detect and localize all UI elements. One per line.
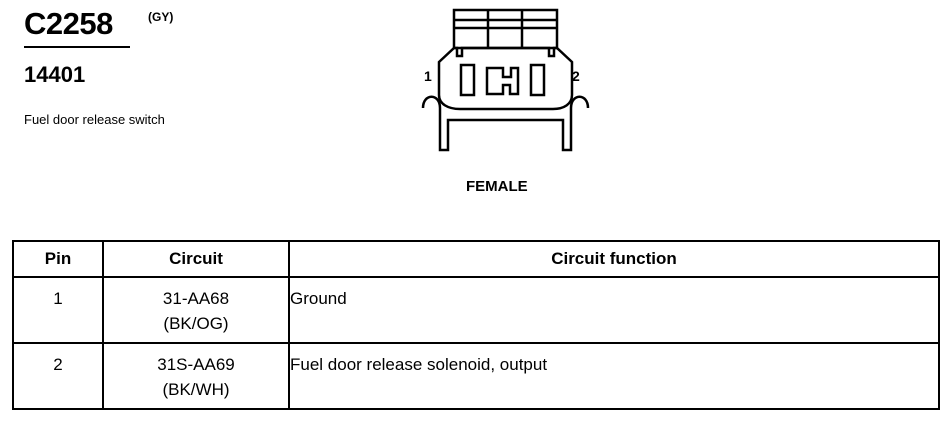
- circuit-cell: 31-AA68 (BK/OG): [102, 276, 290, 344]
- circuit-cell: 31S-AA69 (BK/WH): [102, 342, 290, 410]
- connector-id-underline: [24, 46, 130, 48]
- header-pin: Pin: [12, 240, 104, 278]
- pin-cell: 2: [12, 342, 104, 410]
- circuit-number: 31S-AA69: [157, 355, 235, 374]
- connector-latch-tabs: [452, 8, 559, 50]
- pin-table-header-row: Pin Circuit Circuit function: [12, 240, 940, 278]
- connector-skirt: [421, 95, 590, 152]
- table-row: 1 31-AA68 (BK/OG) Ground: [12, 276, 940, 344]
- connector-face-diagram: [421, 8, 590, 152]
- connector-id: C2258: [24, 6, 113, 41]
- pin-1-label: 1: [424, 68, 432, 84]
- wire-color: (BK/OG): [163, 314, 229, 333]
- circuit-function-cell: Ground: [288, 276, 940, 344]
- wire-color: (BK/WH): [162, 380, 230, 399]
- polarization-key: [485, 66, 520, 96]
- header-circuit-function: Circuit function: [288, 240, 940, 278]
- terminal-1: [459, 63, 476, 97]
- pin-cell: 1: [12, 276, 104, 344]
- pin-table: Pin Circuit Circuit function 1 31-AA68 (…: [12, 240, 940, 410]
- connector-housing-outline: [437, 46, 574, 111]
- circuit-number: 31-AA68: [162, 289, 230, 308]
- pin-2-label: 2: [572, 68, 580, 84]
- connector-gender-label: FEMALE: [466, 178, 528, 195]
- terminal-2: [529, 63, 546, 97]
- component-description: Fuel door release switch: [24, 112, 165, 127]
- connector-color: (GY): [148, 10, 174, 24]
- circuit-function-cell: Fuel door release solenoid, output: [288, 342, 940, 410]
- header-circuit: Circuit: [102, 240, 290, 278]
- table-row: 2 31S-AA69 (BK/WH) Fuel door release sol…: [12, 342, 940, 410]
- part-number: 14401: [24, 62, 86, 87]
